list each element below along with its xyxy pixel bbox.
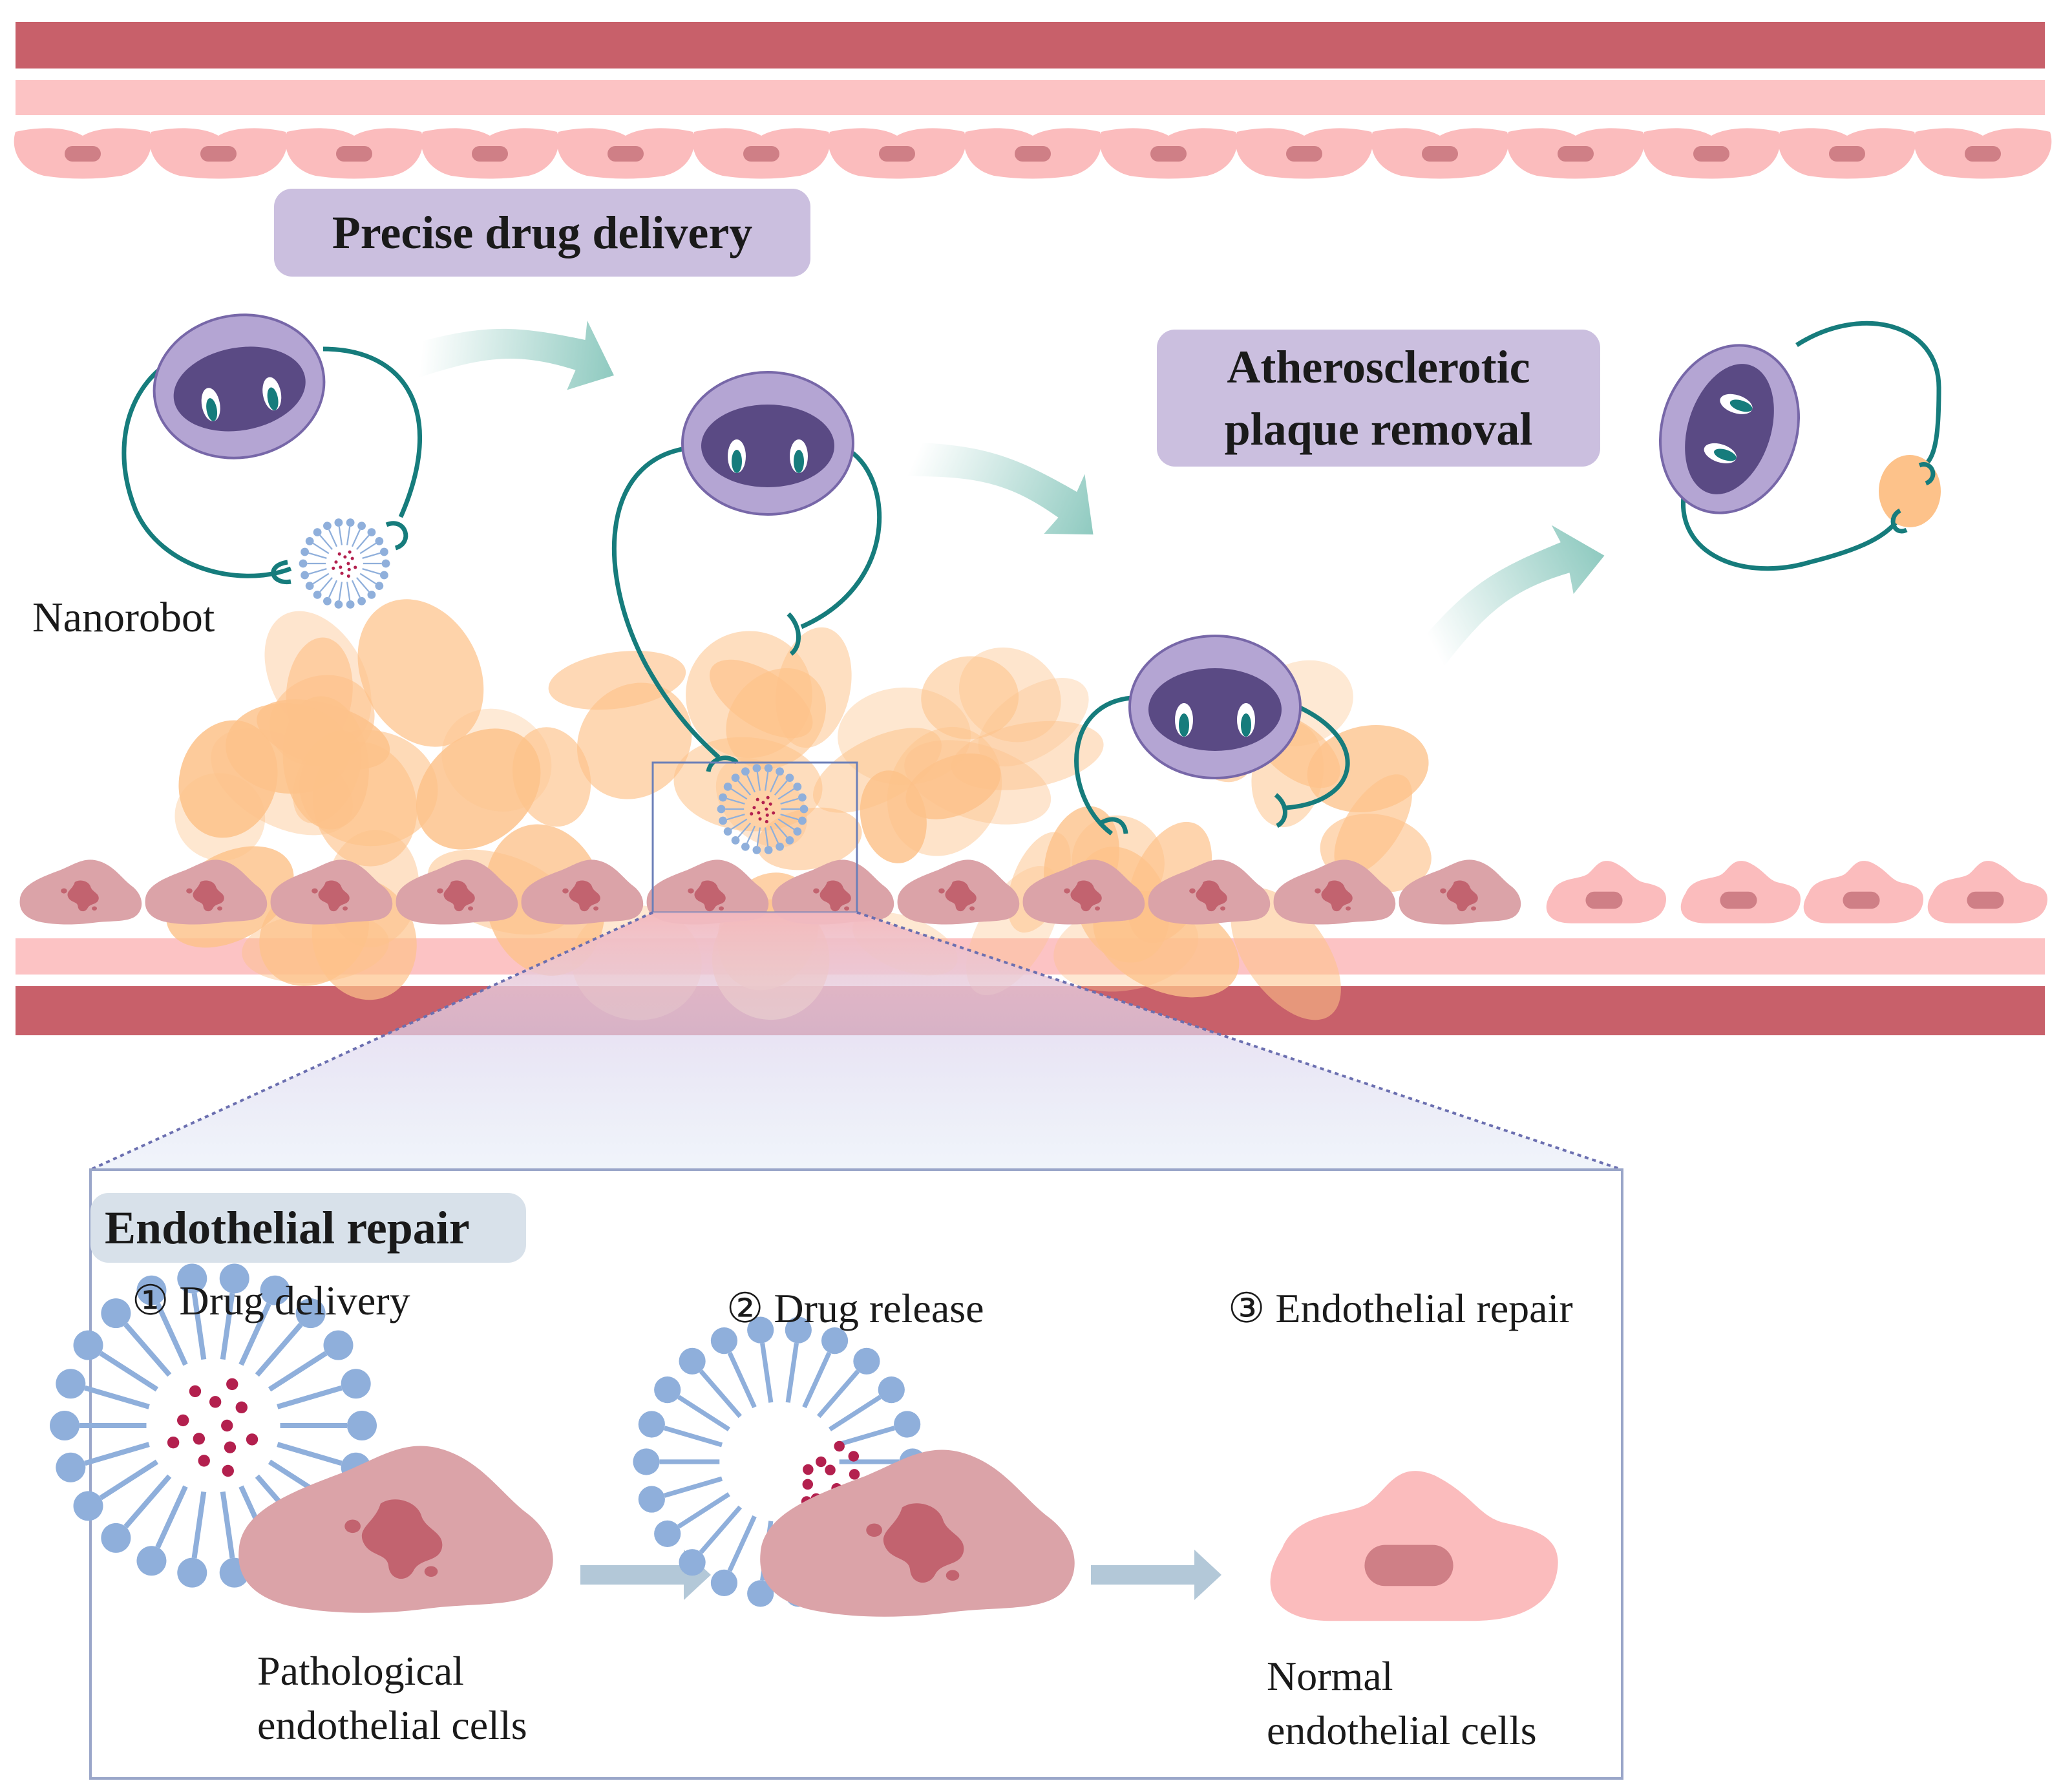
plaque-particle-icon	[1231, 887, 1341, 1020]
endothelial-cell-icon	[1371, 128, 1509, 179]
plaque-particle-icon	[357, 599, 484, 747]
plaque-removal-line1: Atherosclerotic	[1227, 341, 1530, 393]
nanorobot-icon	[611, 371, 882, 772]
plaque-particle-icon	[174, 773, 266, 861]
step3-label: ③ Endothelial repair	[1228, 1285, 1573, 1331]
precise-drug-delivery-text: Precise drug delivery	[332, 206, 753, 258]
upper-endothelium	[14, 128, 2052, 179]
endothelial-cell-icon	[1778, 128, 1916, 179]
liposome-icon	[299, 518, 390, 609]
plaque-particle-icon	[416, 728, 541, 850]
zoom-funnel	[90, 912, 1622, 1170]
endothelial-cell-icon	[1506, 128, 1645, 179]
pathological-line1: Pathological	[257, 1648, 464, 1694]
endothelial-cell-icon	[692, 128, 830, 179]
endothelial-cell-icon	[1642, 128, 1781, 179]
endothelial-cell-icon	[556, 128, 695, 179]
vessel-upper-wall	[16, 22, 2045, 115]
nanorobot-icon	[1638, 321, 1941, 571]
plaque-particle-icon	[812, 728, 942, 813]
endothelial-cell-icon	[285, 128, 423, 179]
nanorobot-label: Nanorobot	[32, 594, 215, 641]
endothelial-cell-icon	[421, 128, 559, 179]
plaque-particle-icon	[978, 678, 1089, 766]
normal-line1: Normal	[1267, 1653, 1393, 1699]
endothelial-repair-title: Endothelial repair	[90, 1193, 526, 1263]
plaque-removal-label: Atherosclerotic plaque removal	[1157, 330, 1600, 467]
step2-label: ② Drug release	[726, 1285, 984, 1331]
nanorobot-icon	[1074, 635, 1350, 836]
endothelial-repair-title-text: Endothelial repair	[105, 1201, 470, 1254]
liposome-icon	[717, 764, 809, 854]
plaque-particle-icon	[1053, 902, 1199, 992]
pathological-cells-label: Pathological endothelial cells	[257, 1644, 527, 1753]
plaque-particle-icon	[726, 668, 826, 770]
endothelial-cell-icon	[1914, 128, 2052, 179]
plaque-particle-icon	[576, 682, 692, 799]
normal-cells-label: Normal endothelial cells	[1267, 1649, 1537, 1758]
precise-drug-delivery-label: Precise drug delivery	[274, 189, 810, 277]
plaque-particle-icon	[905, 753, 1001, 819]
endothelial-cell-icon	[1235, 128, 1373, 179]
plaque-particle-icon	[904, 740, 1052, 825]
endothelial-cell-icon	[964, 128, 1102, 179]
plaque-removal-line2: plaque removal	[1224, 403, 1533, 455]
plaque-particle-icon	[1879, 455, 1941, 527]
endothelial-cell-icon	[149, 128, 288, 179]
arrow-icon	[1091, 1550, 1221, 1600]
plaque-particle-icon	[921, 656, 1019, 739]
endothelial-cell-icon	[828, 128, 966, 179]
endothelial-cell-icon	[1099, 128, 1238, 179]
plaque-particle-icon	[293, 730, 362, 824]
step1-label: ① Drug delivery	[132, 1278, 410, 1323]
endothelial-cell-icon	[14, 128, 152, 179]
nanorobot-icon	[122, 300, 423, 609]
pathological-line2: endothelial cells	[257, 1702, 527, 1748]
plaque-particle-icon	[512, 727, 591, 827]
plaque-particle-icon	[838, 687, 971, 785]
normal-line2: endothelial cells	[1267, 1707, 1537, 1753]
